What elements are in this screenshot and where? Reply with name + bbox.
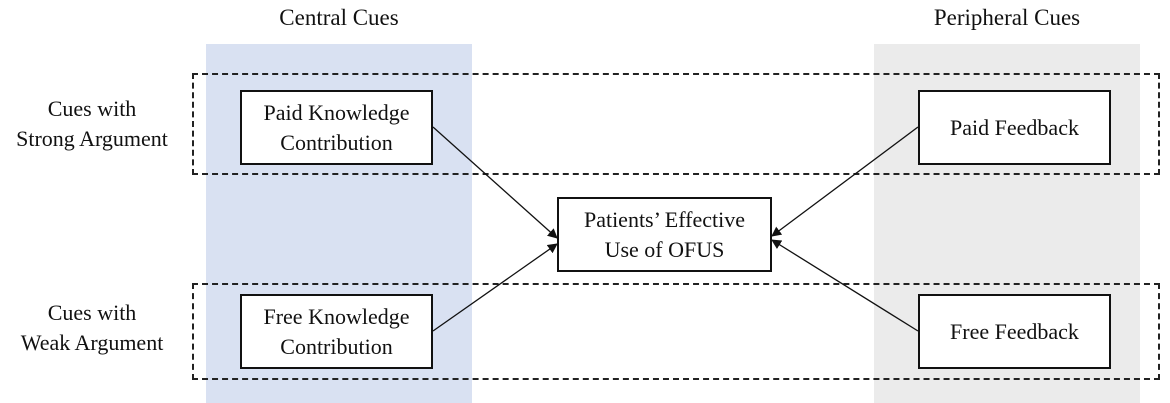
paid-knowledge-line-1: Paid Knowledge xyxy=(263,99,410,125)
row-label-strong-argument: Cues with Strong Argument xyxy=(0,94,184,154)
strong-argument-group xyxy=(192,73,1160,175)
free-knowledge-line-2: Contribution xyxy=(280,333,393,359)
paid-feedback-label: Paid Feedback xyxy=(950,114,1079,140)
free-knowledge-line-1: Free Knowledge xyxy=(263,303,410,329)
row-label-weak-line-2: Weak Argument xyxy=(20,330,164,355)
weak-argument-group xyxy=(192,283,1160,380)
row-label-weak-argument: Cues with Weak Argument xyxy=(0,298,184,358)
patients-effective-use-box: Patients’ Effective Use of OFUS xyxy=(557,197,772,272)
central-cues-header: Central Cues xyxy=(279,5,399,30)
row-label-weak-line-1: Cues with xyxy=(47,300,137,325)
paid-knowledge-contribution-box: Paid Knowledge Contribution xyxy=(240,90,433,165)
row-label-strong-line-1: Cues with xyxy=(47,96,137,121)
paid-knowledge-line-2: Contribution xyxy=(280,129,393,155)
outcome-line-1: Patients’ Effective xyxy=(583,206,746,232)
paid-feedback-box: Paid Feedback xyxy=(918,90,1111,165)
free-feedback-box: Free Feedback xyxy=(918,294,1111,369)
free-feedback-label: Free Feedback xyxy=(950,318,1079,344)
peripheral-cues-header: Peripheral Cues xyxy=(933,5,1081,30)
row-label-strong-line-2: Strong Argument xyxy=(16,126,168,151)
free-knowledge-contribution-box: Free Knowledge Contribution xyxy=(240,294,433,369)
outcome-line-2: Use of OFUS xyxy=(604,236,725,262)
